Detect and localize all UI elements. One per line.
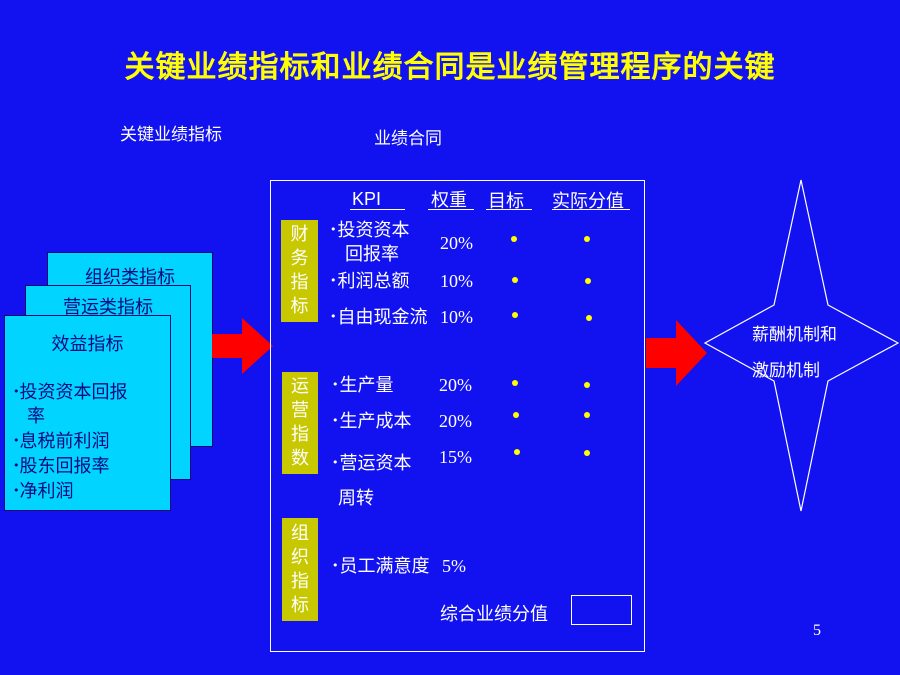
organization-group-tag: 组 织 指 标	[282, 518, 318, 621]
kpi-section-label: 关键业绩指标	[120, 125, 222, 145]
kpi-weight: 20%	[440, 233, 473, 253]
header-underline	[350, 209, 405, 210]
bullet-icon: •	[332, 378, 339, 391]
four-point-star-icon	[703, 179, 899, 512]
header-underline	[486, 209, 532, 210]
total-score-field	[571, 595, 632, 625]
bullet-icon: •	[13, 434, 20, 447]
actual-marker-icon	[586, 315, 592, 321]
bullet-icon: •	[13, 385, 20, 398]
kpi-weight: 10%	[440, 271, 473, 291]
bullet-icon: •	[330, 310, 337, 323]
ops-card-title: 营运类指标	[63, 297, 153, 318]
kpi-weight: 20%	[439, 411, 472, 431]
actual-marker-icon	[584, 412, 590, 418]
target-marker-icon	[512, 312, 518, 318]
kpi-weight: 5%	[442, 556, 466, 576]
benefit-list: •投资资本回报率 •息税前利润 •股东回报率 •净利润	[13, 380, 128, 504]
kpi-row-label: •生产成本	[332, 411, 412, 432]
actual-marker-icon	[584, 382, 590, 388]
outcome-line: 薪酬机制和	[752, 325, 837, 345]
total-score-label: 综合业绩分值	[440, 604, 548, 625]
kpi-row-label: •员工满意度	[332, 556, 430, 577]
kpi-weight: 15%	[439, 447, 472, 467]
target-marker-icon	[513, 412, 519, 418]
kpi-row-label: •自由现金流	[330, 307, 428, 328]
list-item: •投资资本回报率	[13, 382, 128, 427]
header-kpi: KPI	[352, 189, 382, 209]
finance-group-tag: 财 务 指 标	[281, 220, 318, 322]
kpi-row-label: •生产量	[332, 375, 394, 396]
page-title: 关键业绩指标和业绩合同是业绩管理程序的关键	[124, 50, 776, 85]
header-actual: 实际分值	[552, 191, 624, 212]
bullet-icon: •	[332, 456, 339, 469]
arrow-right-icon	[646, 320, 707, 386]
contract-section-label: 业绩合同	[374, 129, 442, 149]
benefit-indicator-card: 效益指标 •投资资本回报率 •息税前利润 •股东回报率 •净利润	[4, 315, 171, 511]
bullet-icon: •	[330, 274, 337, 287]
bullet-icon: •	[13, 459, 20, 472]
outcome-line: 激励机制	[752, 361, 820, 381]
kpi-row-label: •投资资本回报率	[330, 220, 410, 265]
list-item: •股东回报率	[13, 456, 110, 477]
page-number: 5	[813, 622, 821, 639]
kpi-row-label: •营运资本周转	[332, 453, 412, 509]
actual-marker-icon	[584, 450, 590, 456]
bullet-icon: •	[332, 414, 339, 427]
header-underline	[552, 209, 630, 210]
target-marker-icon	[511, 236, 517, 242]
kpi-weight: 10%	[440, 307, 473, 327]
target-marker-icon	[512, 380, 518, 386]
kpi-weight: 20%	[439, 375, 472, 395]
arrow-right-icon	[212, 318, 273, 374]
benefit-card-title: 效益指标	[51, 334, 124, 355]
header-underline	[428, 209, 474, 210]
bullet-icon: •	[330, 223, 337, 236]
kpi-row-label: •利润总额	[330, 271, 410, 292]
actual-marker-icon	[585, 278, 591, 284]
org-card-title: 组织类指标	[85, 267, 175, 288]
target-marker-icon	[512, 277, 518, 283]
bullet-icon: •	[13, 484, 20, 497]
actual-marker-icon	[584, 236, 590, 242]
header-weight: 权重	[431, 190, 467, 211]
target-marker-icon	[514, 449, 520, 455]
list-item: •净利润	[13, 481, 74, 502]
performance-contract-box	[270, 180, 645, 652]
list-item: •息税前利润	[13, 431, 110, 452]
bullet-icon: •	[332, 559, 339, 572]
operations-group-tag: 运 营 指 数	[282, 372, 318, 474]
header-target: 目标	[488, 191, 524, 212]
